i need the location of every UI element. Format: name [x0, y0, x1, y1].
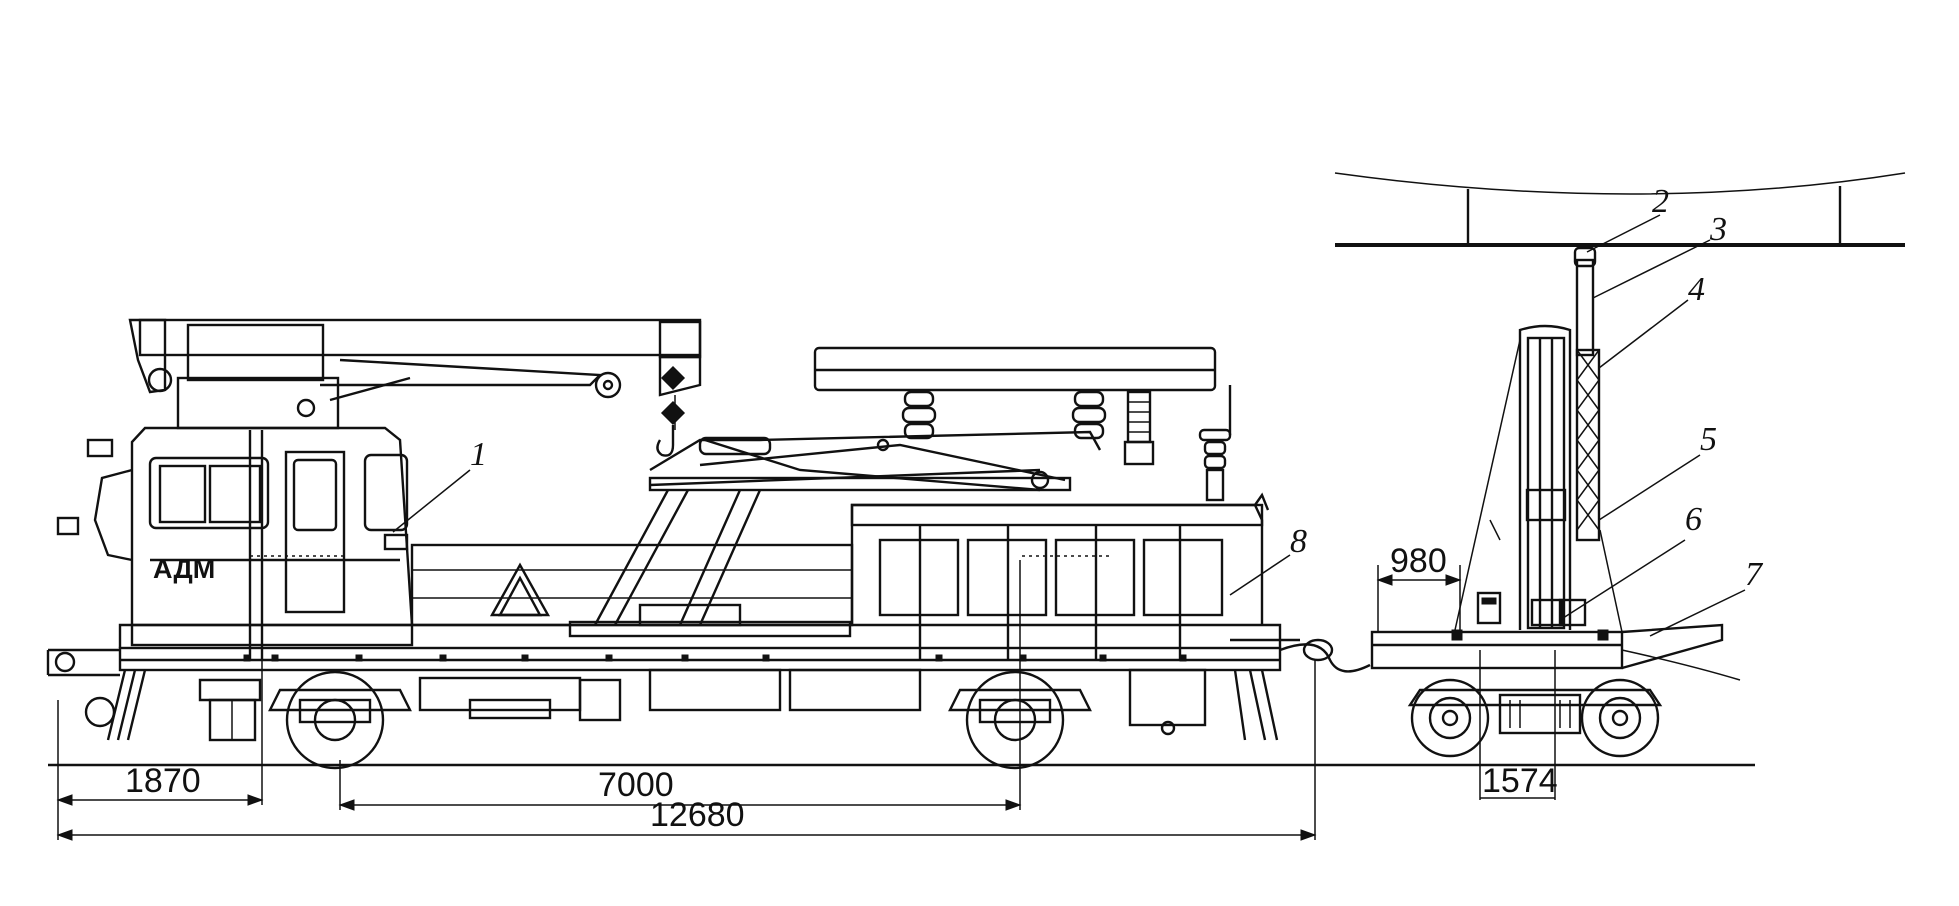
vehicle-label: АДМ: [153, 554, 215, 584]
callout-5: 5: [1700, 421, 1717, 458]
callout-2: 2: [1652, 183, 1669, 220]
telescopic-mast: [1454, 246, 1623, 633]
rear-body: [850, 492, 1300, 660]
dim-cart-base: 1574: [1482, 762, 1558, 800]
middle-hood: [410, 543, 854, 638]
front-buffer: [84, 696, 116, 728]
catenary: [1334, 172, 1906, 247]
rear-step: [1233, 669, 1279, 741]
rear-bogie: [948, 670, 1092, 770]
callout-8: 8: [1290, 523, 1307, 560]
underframe: [198, 668, 1207, 742]
callout-1: 1: [470, 436, 487, 473]
callout-4: 4: [1688, 271, 1705, 308]
dim-platform-offset: 980: [1390, 542, 1447, 580]
coupling-head: [1302, 638, 1334, 662]
dim-total-length: 12680: [650, 796, 745, 834]
flat-wagon: [1370, 623, 1741, 758]
callout-leaders: [392, 214, 1746, 637]
dimensions: 1870 7000 12680 980 1574: [56, 542, 1558, 841]
dim-front-overhang: 1870: [125, 762, 201, 800]
front-bogie: [268, 670, 412, 770]
front-step: [106, 669, 147, 741]
callout-3: 3: [1709, 211, 1727, 248]
callout-7: 7: [1745, 556, 1764, 593]
dim-wheelbase: 7000: [598, 766, 674, 804]
callout-6: 6: [1685, 501, 1702, 538]
lifting-platform: [593, 346, 1232, 626]
callout-labels: 1 2 3 4 5 6 7 8: [470, 183, 1764, 593]
crane: [128, 318, 702, 457]
coupling-hose: [1279, 643, 1371, 673]
